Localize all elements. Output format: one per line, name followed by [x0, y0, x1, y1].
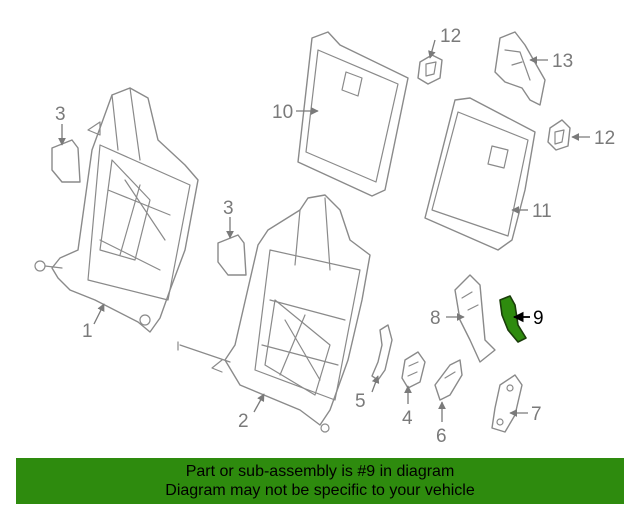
seat-back-frame-right: [177, 194, 371, 433]
bracket-13: [494, 31, 546, 106]
banner-line-1: Part or sub-assembly is #9 in diagram: [185, 463, 455, 480]
callout-5: 5: [355, 391, 366, 412]
leader-lines: [58, 39, 590, 422]
clip-12-lower: [547, 119, 571, 151]
bracket-5: [371, 324, 393, 381]
bracket-4: [401, 351, 426, 389]
clip-12-upper: [417, 54, 443, 85]
banner-line-2: Diagram may not be specific to your vehi…: [165, 482, 475, 499]
callout-11: 11: [532, 201, 552, 222]
bracket-7: [491, 374, 523, 433]
callout-1: 1: [82, 321, 93, 342]
callout-8: 8: [430, 308, 441, 329]
callout-12-lower: 12: [594, 128, 615, 149]
bracket-6: [434, 359, 463, 401]
callout-13: 13: [552, 51, 573, 72]
callout-12-upper: 12: [440, 26, 461, 47]
trim-cover-right: [217, 234, 247, 276]
bracket-9-highlighted: [499, 295, 527, 343]
parts-diagram: 3 3 1 2 10 11 12 12 13 8 9 5 4 6 7: [34, 26, 615, 447]
callout-3-left: 3: [55, 104, 66, 125]
callout-10: 10: [272, 102, 293, 123]
seat-back-frame-left: [34, 87, 199, 333]
trim-cover-left: [51, 139, 81, 183]
callout-2: 2: [238, 411, 249, 432]
callout-3-right: 3: [223, 198, 234, 219]
info-banner: Part or sub-assembly is #9 in diagram Di…: [16, 458, 624, 504]
callout-9: 9: [533, 308, 544, 329]
callout-6: 6: [436, 426, 447, 447]
callout-7: 7: [531, 404, 542, 425]
seat-back-panel-10: [297, 31, 409, 197]
bracket-8: [454, 274, 496, 363]
callout-4: 4: [402, 408, 413, 429]
seat-back-panel-11: [424, 97, 536, 251]
